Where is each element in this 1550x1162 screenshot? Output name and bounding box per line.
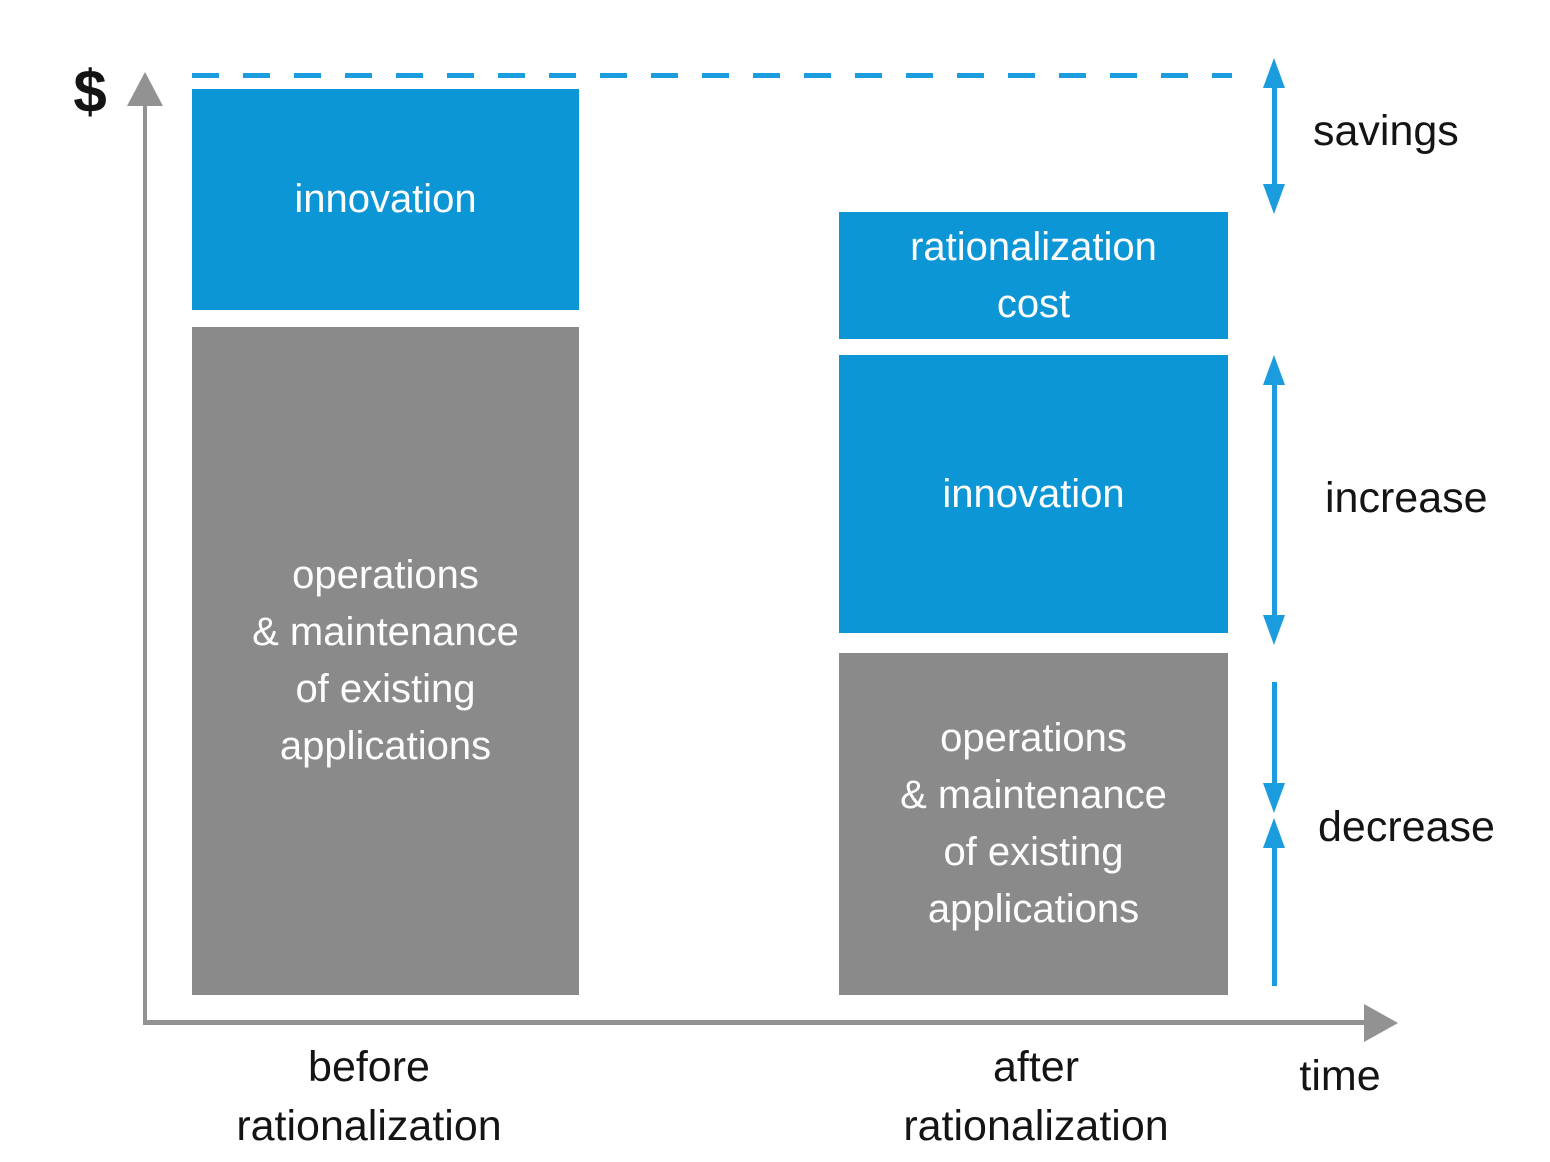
bar-after-operations-label: operations & maintenance of existing app… (900, 716, 1167, 931)
arrowhead-down-icon (1263, 783, 1285, 813)
arrow-line (1271, 847, 1277, 986)
bar-after-operations-segment: operations & maintenance of existing app… (839, 653, 1228, 995)
decrease-label: decrease (1318, 803, 1495, 851)
increase-label: increase (1325, 474, 1488, 522)
arrowhead-down-icon (1263, 184, 1285, 214)
savings-double-arrow-icon (1263, 58, 1285, 214)
decrease-arrow-top-icon (1263, 682, 1285, 813)
decrease-arrow-bottom-icon (1263, 818, 1285, 986)
y-axis-arrowhead-icon (127, 72, 163, 106)
arrow-line (1271, 87, 1277, 185)
bar-before-innovation-label: innovation (294, 177, 477, 221)
bar-before-operations-label: operations & maintenance of existing app… (252, 553, 519, 768)
x-axis-line (143, 1020, 1366, 1025)
bar-before-operations-segment: operations & maintenance of existing app… (192, 327, 579, 995)
y-axis-line (143, 102, 147, 1022)
arrowhead-down-icon (1263, 615, 1285, 645)
bar-after-rationalization-cost-segment: rationalization cost (839, 212, 1228, 339)
x-axis-arrowhead-icon (1364, 1004, 1398, 1042)
baseline-dashed-line (192, 73, 1232, 78)
increase-double-arrow-icon (1263, 355, 1285, 645)
savings-label: savings (1313, 107, 1459, 155)
category-label-after-rationalization: after rationalization (903, 1043, 1169, 1150)
x-axis-time-label: time (1299, 1052, 1381, 1100)
bar-after-rationalization-cost-label: rationalization cost (910, 224, 1157, 326)
category-label-before-rationalization: before rationalization (236, 1043, 502, 1150)
bar-before-innovation-segment: innovation (192, 89, 579, 310)
y-axis-dollar-label: $ (73, 58, 107, 125)
arrow-line (1271, 384, 1277, 616)
arrowhead-up-icon (1263, 818, 1285, 848)
arrow-line (1271, 682, 1277, 784)
bar-after-innovation-segment: innovation (839, 355, 1228, 633)
bar-after-innovation-label: innovation (942, 471, 1125, 516)
arrowhead-up-icon (1263, 355, 1285, 385)
arrowhead-up-icon (1263, 58, 1285, 88)
